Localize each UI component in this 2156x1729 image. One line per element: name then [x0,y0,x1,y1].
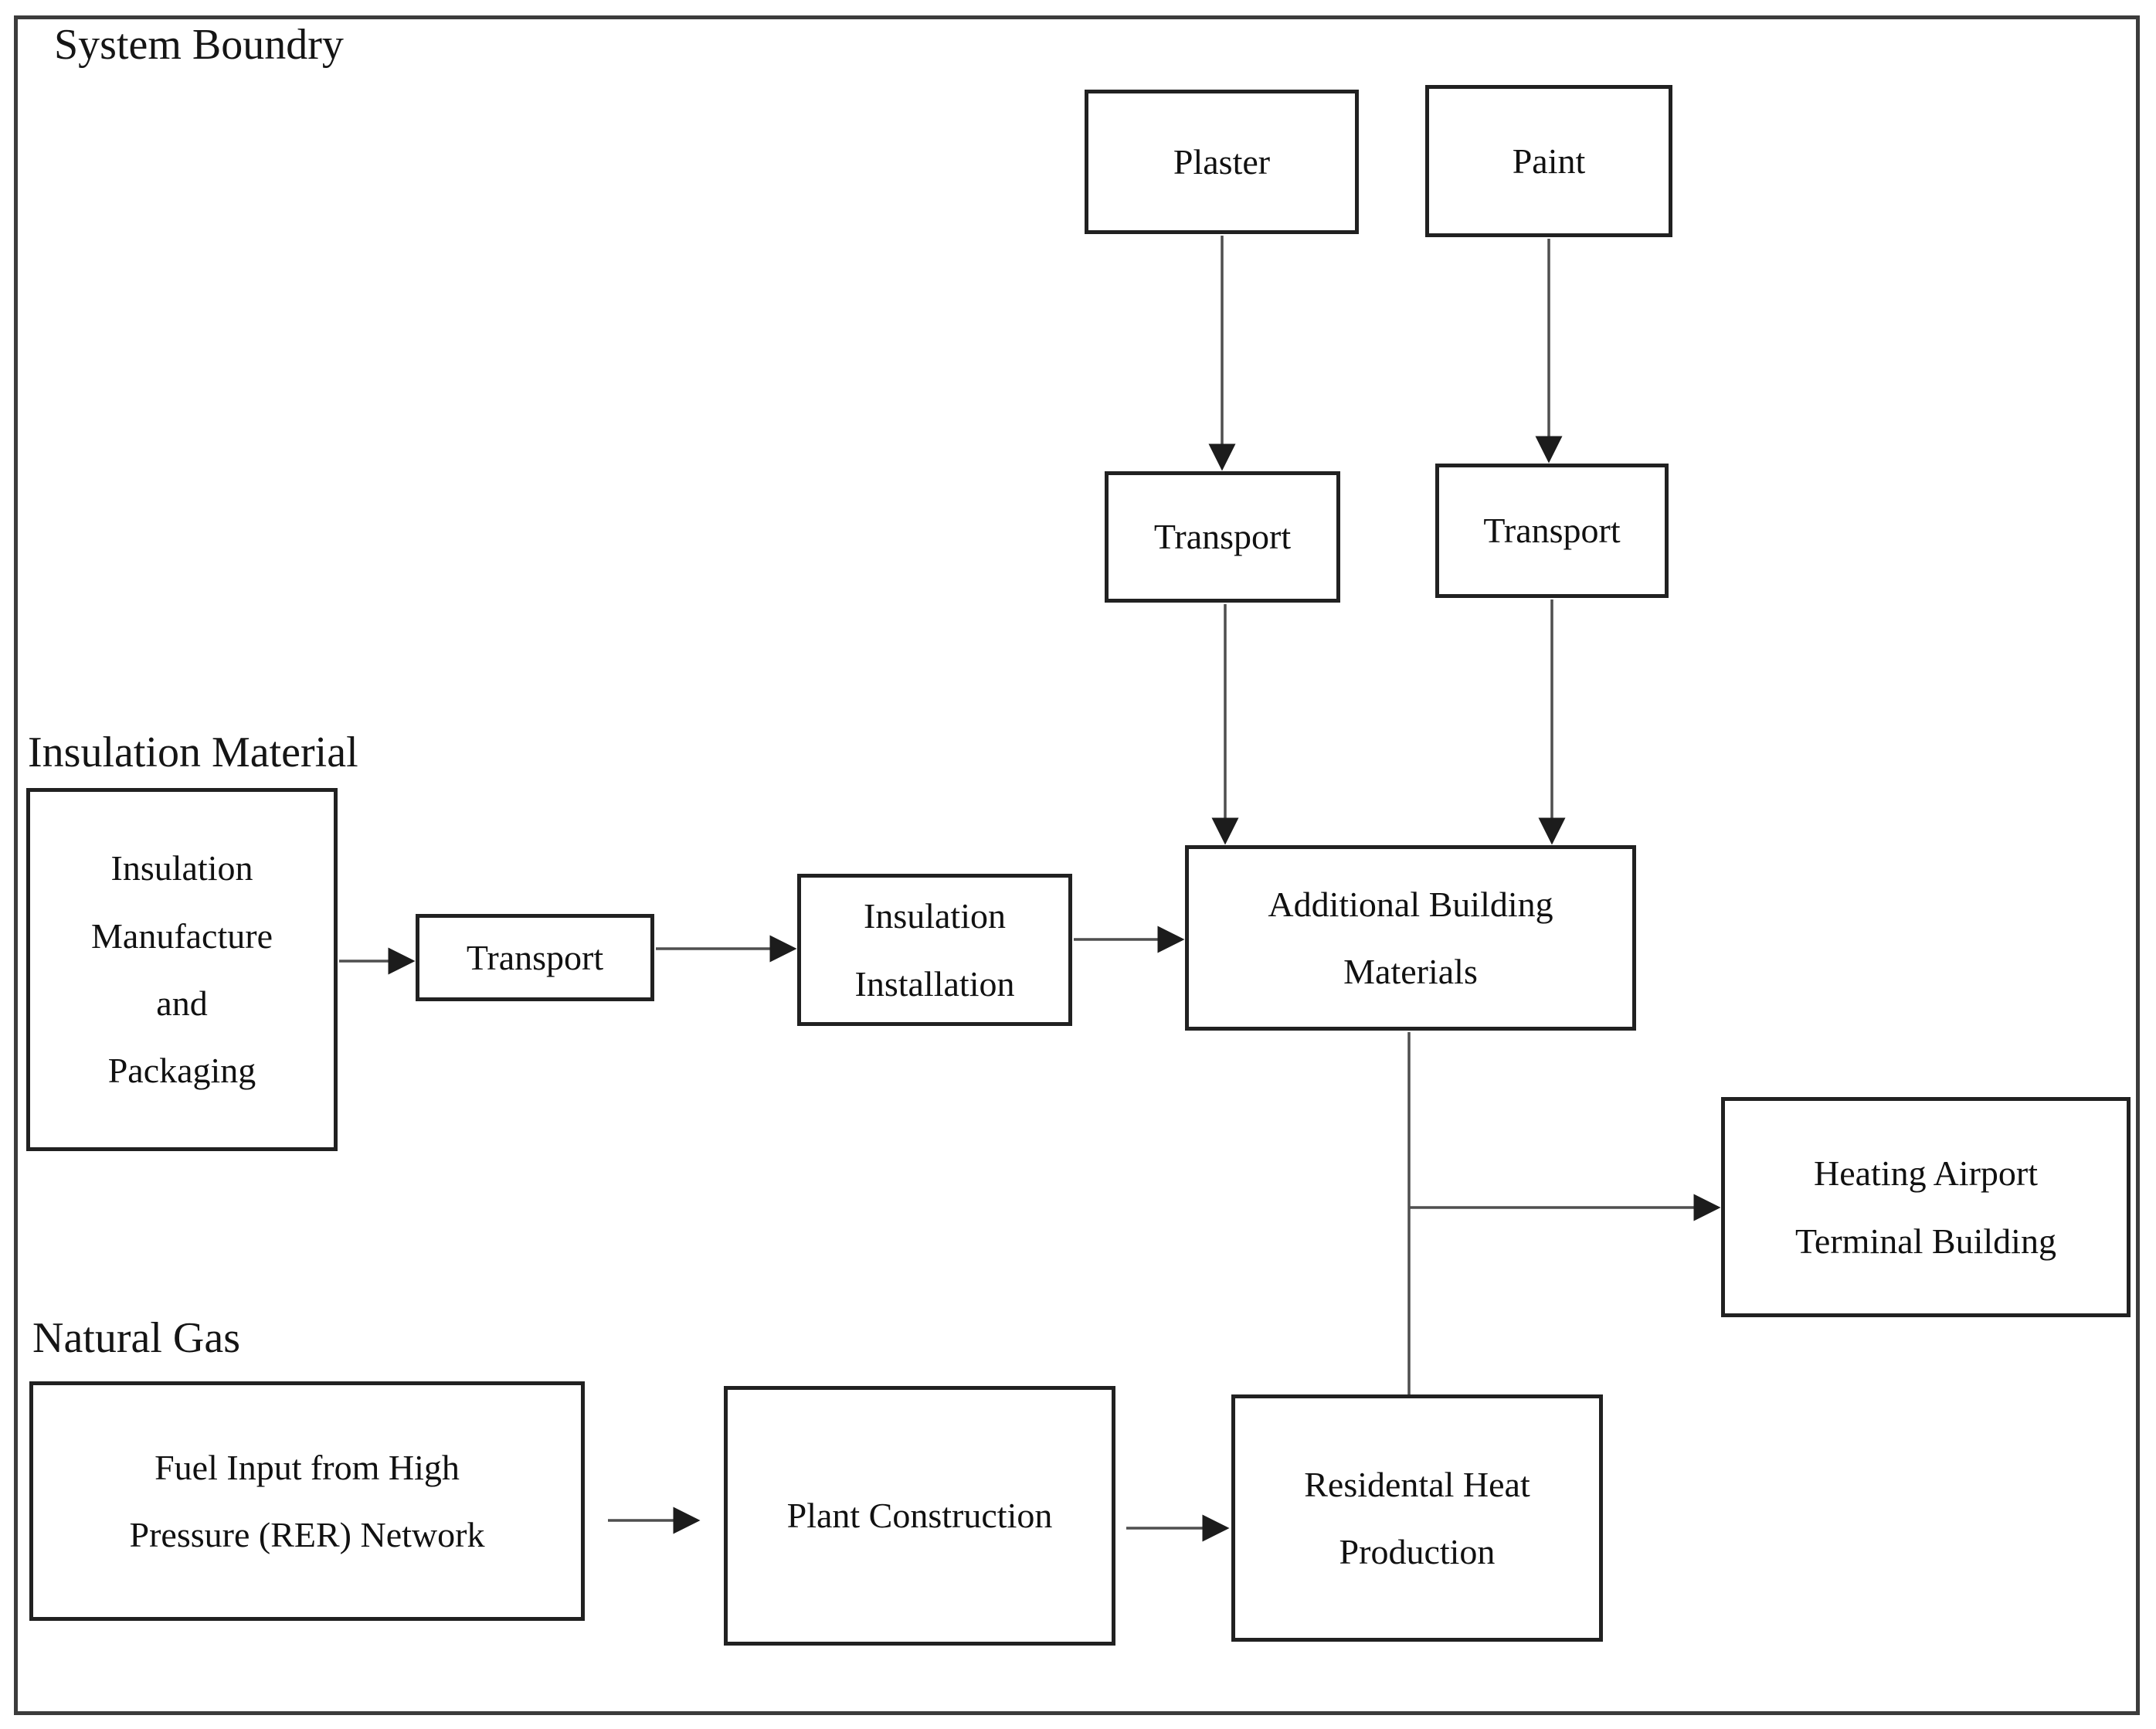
insulation-installation-line-1: Insulation [864,896,1006,936]
residental-heat-production-box: Residental Heat Production [1231,1394,1603,1642]
system-boundary-label: System Boundry [54,21,344,69]
insulation-installation-box: Insulation Installation [797,874,1072,1026]
additional-building-materials-line-2: Materials [1343,952,1478,991]
residental-heat-line-1: Residental Heat [1304,1464,1530,1504]
insulation-installation-line-2: Installation [854,963,1015,1004]
plaster-box: Plaster [1085,90,1359,234]
insulation-manufacture-line-4: Packaging [107,1051,256,1091]
plant-construction-label: Plant Construction [786,1496,1053,1536]
plant-construction-box: Plant Construction [724,1386,1115,1646]
additional-building-materials-box: Additional Building Materials [1185,845,1636,1031]
insulation-manufacture-line-1: Insulation [110,848,253,888]
transport-middle-box: Transport [416,914,654,1001]
transport-plaster-label: Transport [1153,517,1292,557]
natural-gas-label: Natural Gas [32,1314,241,1362]
additional-building-materials-line-1: Additional Building [1268,884,1553,924]
insulation-manufacture-line-2: Manufacture [91,915,273,956]
heating-airport-terminal-box: Heating Airport Terminal Building [1721,1097,2131,1317]
fuel-input-line-2: Pressure (RER) Network [129,1515,485,1554]
heating-airport-terminal-line-1: Heating Airport [1814,1153,2038,1194]
insulation-manufacture-box: Insulation Manufacture and Packaging [26,788,338,1151]
system-boundary-frame [14,15,2140,1715]
insulation-manufacture-line-3: and [156,983,208,1023]
plaster-box-label: Plaster [1173,141,1271,182]
paint-box: Paint [1425,85,1672,237]
paint-box-label: Paint [1512,141,1586,181]
residental-heat-line-2: Production [1339,1532,1496,1571]
transport-paint-label: Transport [1483,511,1621,551]
insulation-material-label: Insulation Material [28,729,358,776]
transport-middle-label: Transport [466,937,604,977]
heating-airport-terminal-line-2: Terminal Building [1795,1221,2056,1261]
fuel-input-box: Fuel Input from High Pressure (RER) Netw… [29,1381,585,1621]
fuel-input-line-1: Fuel Input from High [154,1447,460,1487]
transport-plaster-box: Transport [1105,471,1340,603]
transport-paint-box: Transport [1435,464,1669,598]
